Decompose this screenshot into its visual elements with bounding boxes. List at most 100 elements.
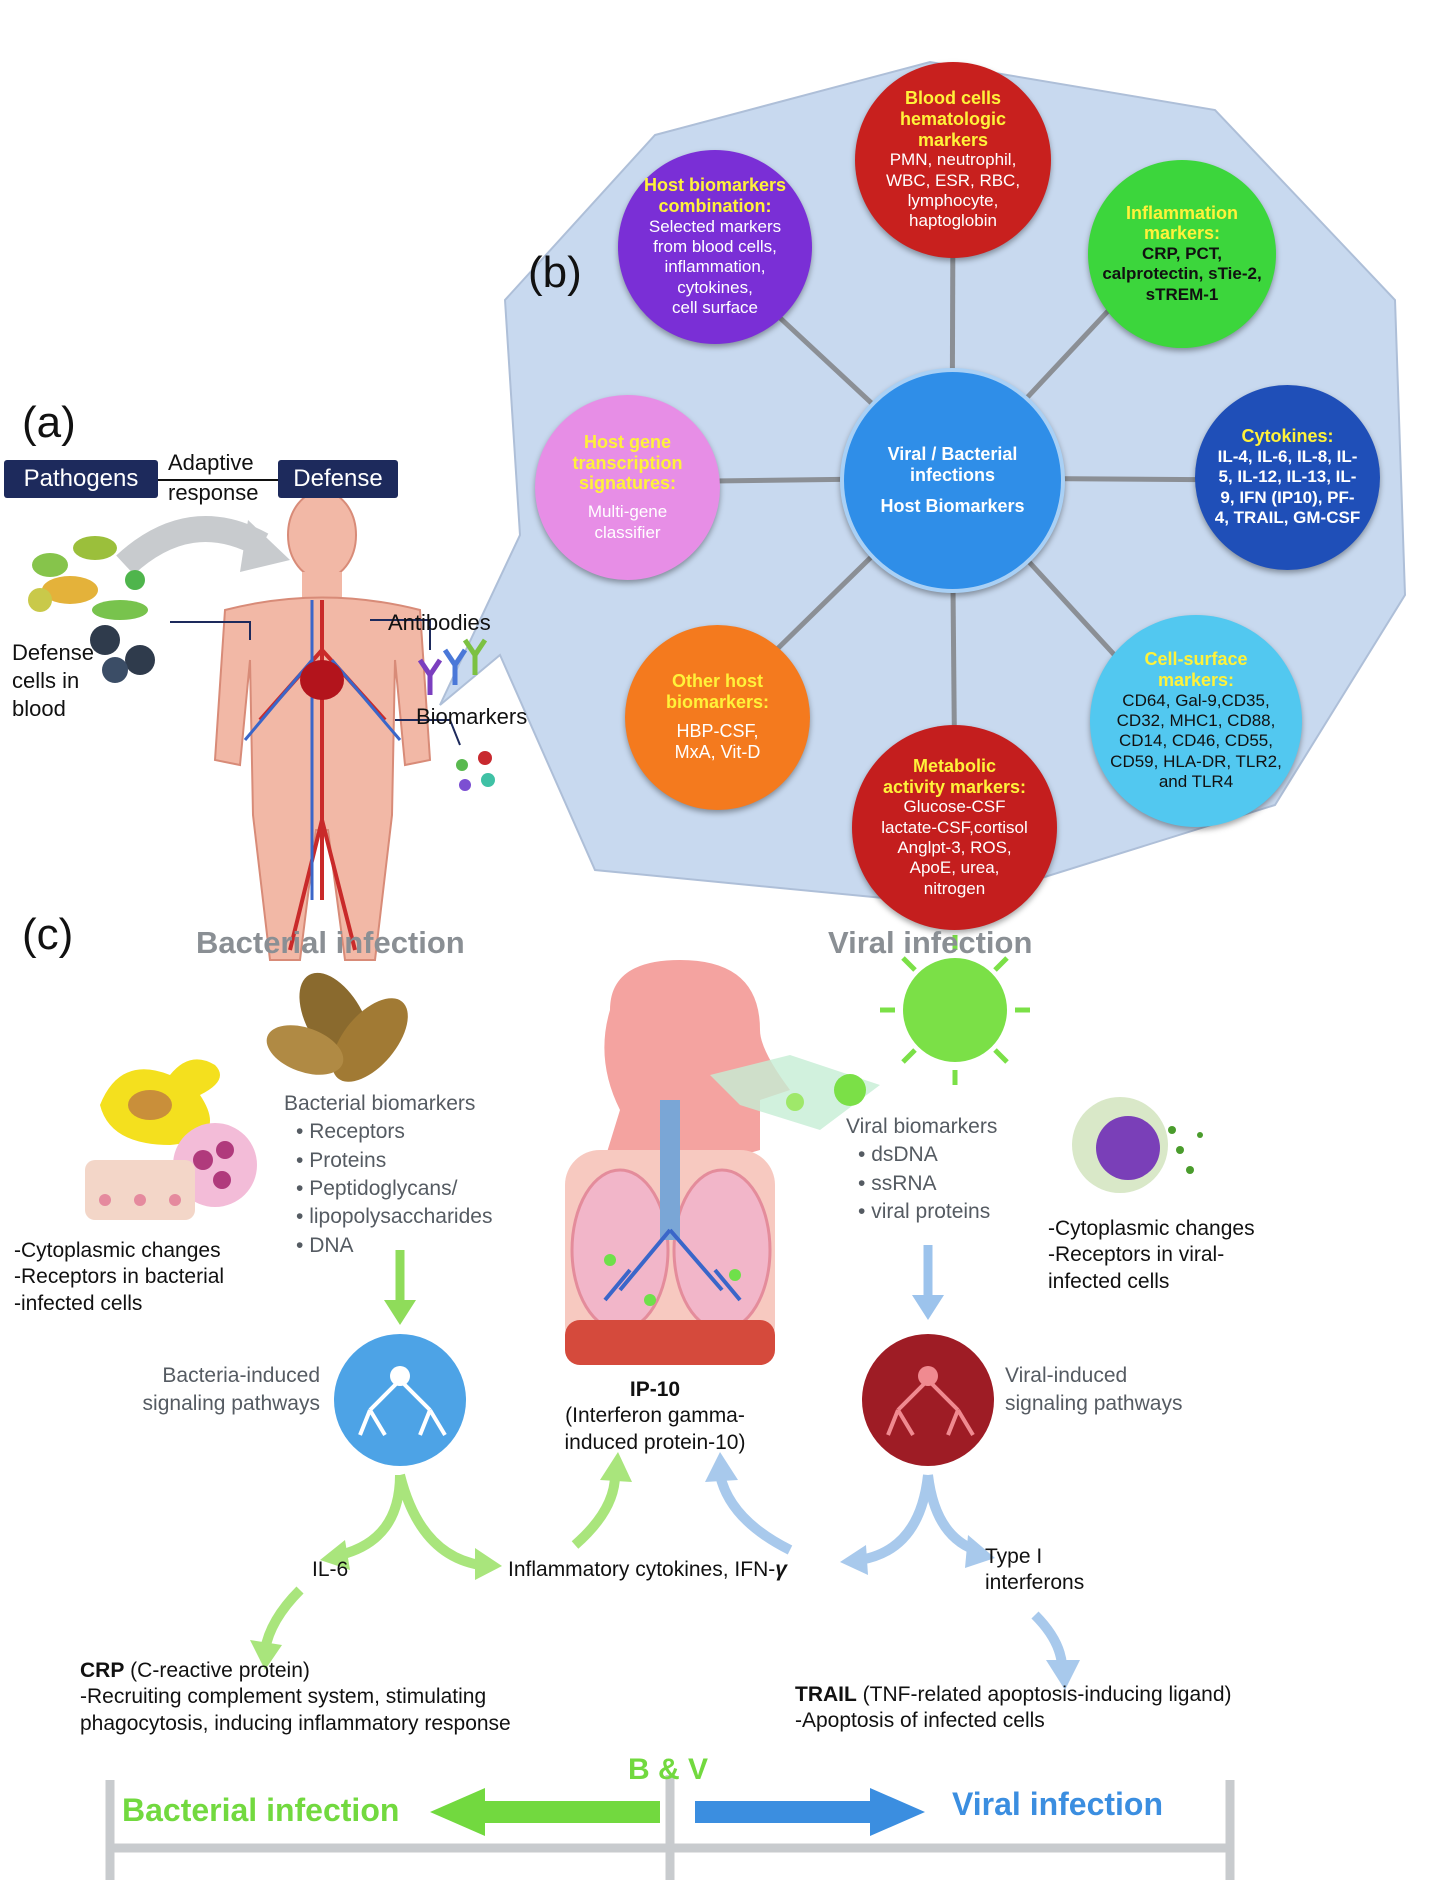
virus-illustration: [710, 935, 1030, 1130]
inflammation-body-3: sTREM-1: [1145, 284, 1219, 304]
metabolic-body-4: ApoE, urea,: [909, 858, 1000, 878]
gene-title-3: signatures:: [578, 473, 677, 494]
ip10-block: IP-10 (Interferon gamma- induced protein…: [545, 1377, 765, 1456]
combination-title-1: Host biomarkers: [643, 175, 787, 196]
respiratory-system-illustration: [565, 960, 790, 1365]
inflammation-title-1: Inflammation: [1125, 202, 1238, 223]
ip10-title: IP-10: [629, 1378, 681, 1401]
cell-surface-body-3: CD14, CD46, CD55,: [1118, 731, 1273, 751]
other-title-2: biomarkers:: [665, 691, 770, 712]
center-title-2: infections: [909, 465, 995, 486]
viral-cells-line: -Receptors in viral-: [1048, 1243, 1225, 1267]
combination-title-2: combination:: [658, 196, 772, 217]
il6-label: IL-6: [312, 1558, 349, 1581]
cell-surface-body-5: and TLR4: [1158, 772, 1234, 792]
viral-cell-changes: -Cytoplasmic changes -Receptors in viral…: [1048, 1216, 1255, 1295]
bacteria-pathway-line: Bacteria-induced: [162, 1364, 320, 1387]
metabolic-node: Metabolic activity markers: Glucose-CSF …: [852, 725, 1057, 930]
ip10-desc-line: (Interferon gamma-: [565, 1404, 745, 1428]
pathogen-arrow: [116, 516, 269, 575]
host-gene-node: Host gene transcription signatures: Mult…: [535, 395, 720, 580]
cytokines-body-2: 5, IL-12, IL-13, IL-: [1218, 467, 1357, 487]
cell-surface-body-1: CD64, Gal-9,CD35,: [1122, 690, 1270, 710]
immune-cells-illustration: [85, 1059, 257, 1220]
bact-biomarker-item: Receptors: [309, 1118, 493, 1146]
bact-cells-line: -Cytoplasmic changes: [14, 1239, 221, 1262]
inflammation-node: Inflammation markers: CRP, PCT, calprote…: [1088, 160, 1276, 348]
inflammation-body-2: calprotectin, sTie-2,: [1102, 264, 1262, 284]
scale-viral-label: Viral infection: [952, 1786, 1164, 1822]
bacteria-pathway-node: [334, 1334, 466, 1466]
infection-scale: [105, 1775, 1235, 1880]
cytokines-body-3: 9, IFN (IP10), PF-: [1220, 487, 1355, 507]
bv-label: B & V: [628, 1753, 709, 1786]
viral-heading: Viral infection: [828, 925, 1033, 960]
crp-title: CRP: [80, 1659, 125, 1682]
cell-surface-node: Cell-surface markers: CD64, Gal-9,CD35, …: [1090, 615, 1302, 827]
defense-cells-line-2: cells in: [12, 668, 80, 693]
metabolic-title-2: activity markers:: [882, 776, 1027, 797]
crp-block: CRP (C-reactive protein) -Recruiting com…: [80, 1658, 511, 1737]
combination-body-1: Selected markers: [648, 216, 782, 236]
defense-cells-line-1: Defense: [12, 640, 94, 665]
defense-cells-connector: [170, 621, 251, 640]
cytokines-title: Cytokines:: [1241, 426, 1334, 447]
pathogens-box: Pathogens: [4, 460, 158, 498]
ip10-desc-line: induced protein-10): [564, 1430, 746, 1454]
blood-cells-node: Blood cells hematologic markers PMN, neu…: [855, 62, 1051, 258]
viral-biomarkers-title: Viral biomarkers: [846, 1115, 998, 1138]
crp-desc-line: -Recruiting complement system, stimulati…: [80, 1685, 487, 1709]
crp-fullname: (C-reactive protein): [124, 1659, 310, 1682]
panel-a-label: (a): [22, 398, 76, 447]
metabolic-body-2: lactate-CSF,cortisol: [881, 817, 1028, 837]
bacteria-pathway-line: signaling pathways: [142, 1392, 320, 1416]
biomarkers-label: Biomarkers: [416, 704, 528, 729]
cell-surface-title-2: markers:: [1157, 670, 1235, 691]
blood-title-3: markers: [917, 129, 989, 150]
bacterial-biomarkers-title: Bacterial biomarkers: [284, 1092, 476, 1115]
viral-biomarkers-block: Viral biomarkers dsDNA ssRNA viral prote…: [846, 1113, 997, 1226]
adaptive-label-1: Adaptive: [168, 450, 254, 475]
metabolic-body-5: nitrogen: [923, 878, 986, 898]
gene-title-1: Host gene: [583, 432, 671, 453]
bact-cells-line: -Receptors in bacterial: [14, 1265, 225, 1289]
human-body-illustration: [213, 490, 432, 961]
panel-b-label: (b): [528, 248, 582, 297]
inflammation-body-1: CRP, PCT,: [1142, 244, 1222, 264]
viral-cells-line: -Cytoplasmic changes: [1048, 1217, 1255, 1240]
trail-fullname: (TNF-related apoptosis-inducing ligand): [856, 1683, 1232, 1706]
cytokines-body-4: 4, TRAIL, GM-CSF: [1214, 508, 1361, 528]
crp-desc-line: phagocytosis, inducing inflammatory resp…: [80, 1711, 511, 1735]
combination-body-3: inflammation,: [664, 257, 766, 277]
other-title-1: Other host: [671, 671, 763, 692]
viral-biomarker-item: dsDNA: [871, 1141, 997, 1169]
bact-cells-line: -infected cells: [14, 1291, 143, 1315]
gene-body-1: Multi-gene: [587, 502, 668, 522]
blood-body-1: PMN, neutrophil,: [889, 150, 1017, 170]
other-body-1: HBP-CSF,: [676, 720, 759, 741]
scale-bacterial-label: Bacterial infection: [122, 1792, 400, 1828]
metabolic-title-1: Metabolic: [912, 755, 996, 776]
bacterial-biomarkers-block: Bacterial biomarkers Receptors Proteins …: [284, 1090, 493, 1260]
adaptive-label-2: response: [168, 480, 259, 505]
combination-body-5: cell surface: [672, 298, 758, 318]
other-body-2: MxA, Vit-D: [674, 742, 761, 763]
combination-body-2: from blood cells,: [653, 237, 777, 257]
inflammation-title-2: markers:: [1143, 223, 1221, 244]
bacteria-illustration: [266, 972, 408, 1082]
panel-c-label: (c): [22, 910, 74, 959]
gene-title-2: transcription: [572, 452, 683, 473]
pathogens-cluster: [28, 536, 155, 683]
viral-pathway-label: Viral-induced signaling pathways: [1005, 1362, 1182, 1419]
trail-block: TRAIL (TNF-related apoptosis-inducing li…: [795, 1682, 1232, 1735]
bact-biomarker-item-text: lipopolysaccharides: [309, 1205, 493, 1229]
biomarker-particles: [456, 751, 495, 791]
blood-title-1: Blood cells: [904, 88, 1002, 109]
gene-body-2: classifier: [594, 522, 661, 542]
cytokines-body-1: IL-4, IL-6, IL-8, IL-: [1217, 447, 1358, 467]
center-node: Viral / Bacterial infections Host Biomar…: [840, 368, 1065, 593]
cell-surface-title-1: Cell-surface: [1144, 649, 1248, 670]
defense-cells-line-3: blood: [12, 696, 66, 721]
cell-surface-body-4: CD59, HLA-DR, TLR2,: [1110, 751, 1282, 771]
type1-interferons-label: Type I interferons: [985, 1544, 1084, 1597]
